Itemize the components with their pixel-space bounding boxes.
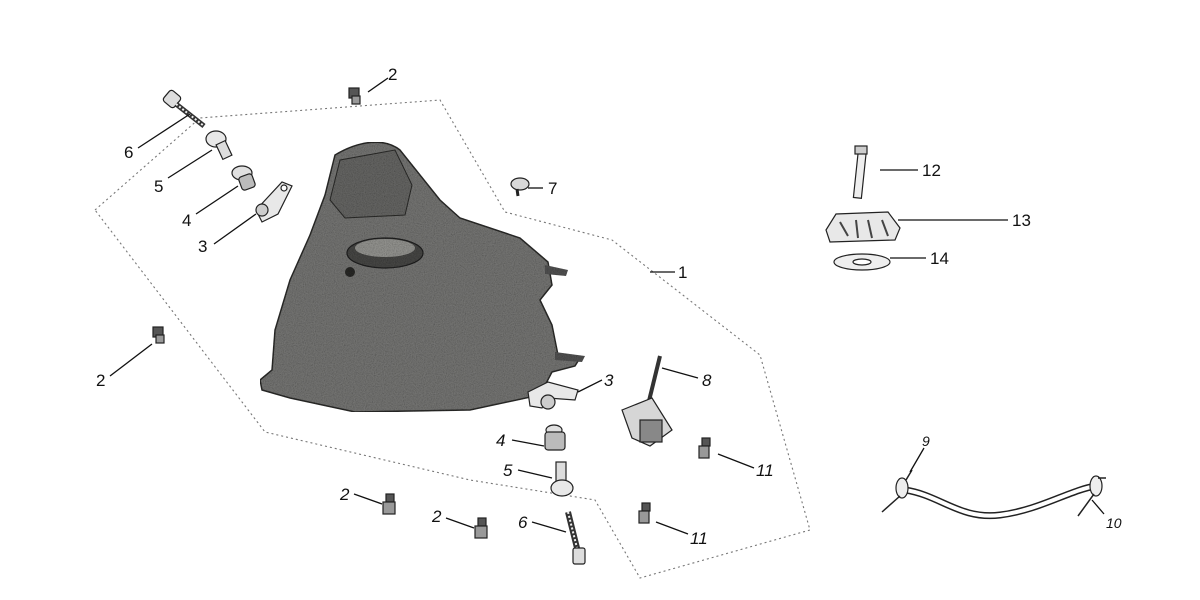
tank-mount-hole bbox=[345, 267, 355, 277]
leader-lines bbox=[109, 77, 1105, 535]
nut-2-bottom-b bbox=[474, 517, 488, 539]
assembly-outline bbox=[94, 99, 811, 579]
callout-labels: 6 5 4 3 2 2 7 1 12 13 14 3 8 4 5 11 2 2 … bbox=[96, 65, 1122, 548]
tank-neck bbox=[329, 149, 413, 219]
callout-14: 14 bbox=[930, 249, 949, 268]
nut-2-top bbox=[348, 87, 361, 105]
callout-10: 10 bbox=[1106, 515, 1122, 531]
fuel-cap-13 bbox=[825, 211, 901, 243]
callout-12: 12 bbox=[922, 161, 941, 180]
callout-5-upper: 5 bbox=[154, 177, 163, 196]
callout-11-upper: 11 bbox=[756, 461, 774, 480]
callout-13: 13 bbox=[1012, 211, 1031, 230]
callout-2-left: 2 bbox=[96, 371, 105, 390]
callout-8: 8 bbox=[702, 371, 712, 390]
callout-3-lower: 3 bbox=[604, 371, 614, 390]
tank-filler-opening bbox=[355, 239, 415, 257]
callout-4-lower: 4 bbox=[496, 431, 505, 450]
tank-lower-lug bbox=[555, 352, 585, 362]
grommet-4-upper bbox=[231, 165, 256, 191]
fuel-hose bbox=[904, 482, 1097, 520]
callout-4-upper: 4 bbox=[182, 211, 191, 230]
tank-rear-lug bbox=[545, 265, 568, 276]
bolt-6-upper bbox=[162, 89, 206, 128]
callout-7: 7 bbox=[548, 179, 557, 198]
nut-11-lower bbox=[638, 502, 651, 524]
bracket-3-lower bbox=[527, 381, 579, 410]
nut-11-upper bbox=[698, 437, 711, 459]
callout-11-lower: 11 bbox=[690, 529, 708, 548]
bracket-3-upper bbox=[255, 181, 293, 223]
callout-6-upper: 6 bbox=[124, 143, 133, 162]
collar-5-lower bbox=[550, 461, 574, 497]
grommet-4-lower bbox=[544, 424, 566, 451]
callout-2-bottom-b: 2 bbox=[431, 507, 442, 526]
callout-2-bottom-a: 2 bbox=[339, 485, 350, 504]
bolt-6-lower bbox=[565, 511, 586, 565]
tank-body bbox=[259, 141, 582, 413]
collar-5-upper bbox=[205, 130, 233, 161]
vent-tube-12 bbox=[852, 145, 868, 199]
hose-clamp-9 bbox=[881, 469, 913, 513]
fuel-tank bbox=[259, 141, 585, 413]
nut-2-left bbox=[152, 326, 165, 344]
gasket-14 bbox=[833, 253, 891, 271]
callout-3-upper: 3 bbox=[198, 237, 207, 256]
callout-1: 1 bbox=[678, 263, 687, 282]
hose-clamp-10 bbox=[1077, 475, 1106, 517]
callout-6-lower: 6 bbox=[518, 513, 528, 532]
callout-5-lower: 5 bbox=[503, 461, 513, 480]
screw-7 bbox=[510, 177, 530, 197]
fuel-valve-8 bbox=[621, 355, 673, 447]
callout-2-top: 2 bbox=[388, 65, 397, 84]
callout-9: 9 bbox=[922, 433, 930, 449]
nut-2-bottom-a bbox=[382, 493, 396, 515]
